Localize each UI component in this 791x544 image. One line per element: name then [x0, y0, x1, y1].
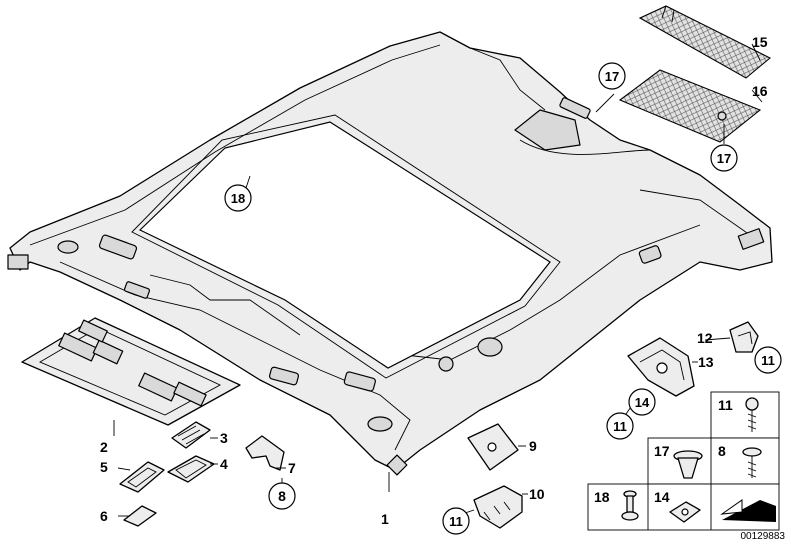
cover-cap-part-6 — [123, 505, 157, 527]
svg-text:1: 1 — [381, 511, 389, 527]
lamp-cover-part-5 — [119, 461, 165, 493]
sunroof-opening — [131, 114, 561, 379]
callout-4: 4 — [220, 456, 228, 472]
callout-1: 1 — [381, 511, 389, 527]
svg-text:12: 12 — [697, 330, 713, 346]
svg-text:3: 3 — [220, 430, 228, 446]
svg-text:2: 2 — [100, 439, 108, 455]
table-label-17: 17 — [654, 443, 670, 459]
trim-cover-part-15 — [638, 5, 771, 79]
svg-text:11: 11 — [718, 397, 733, 413]
lamp-lens-part-4 — [167, 455, 215, 483]
svg-text:13: 13 — [698, 354, 714, 370]
table-label-11: 11 — [718, 397, 733, 413]
fastener-table — [587, 391, 780, 531]
svg-text:14: 14 — [654, 489, 670, 505]
svg-text:18: 18 — [231, 191, 245, 206]
screw-icon — [745, 397, 759, 432]
svg-text:4: 4 — [220, 456, 228, 472]
clip-part-12 — [729, 321, 759, 353]
speed-nut-icon — [669, 501, 701, 523]
callout-9: 9 — [529, 438, 537, 454]
callout-17-top: 17 — [598, 62, 626, 90]
callout-5: 5 — [100, 459, 108, 475]
svg-text:14: 14 — [635, 395, 650, 410]
washer-screw-icon — [742, 447, 762, 478]
svg-text:18: 18 — [594, 489, 610, 505]
callout-16: 16 — [752, 83, 768, 99]
callout-12: 12 — [697, 330, 713, 346]
callout-13: 13 — [698, 354, 714, 370]
callout-17-right: 17 — [710, 144, 738, 172]
table-label-18: 18 — [594, 489, 610, 505]
callout-11-right: 11 — [754, 346, 782, 374]
svg-text:8: 8 — [278, 488, 286, 504]
callout-11-middle: 11 — [606, 412, 634, 440]
svg-text:8: 8 — [718, 443, 726, 459]
overhead-console — [21, 317, 241, 426]
svg-text:9: 9 — [529, 438, 537, 454]
svg-text:6: 6 — [100, 508, 108, 524]
svg-text:11: 11 — [761, 353, 775, 368]
callout-14: 14 — [628, 388, 656, 416]
table-label-14: 14 — [654, 489, 670, 505]
arrow-symbol-icon — [715, 488, 776, 526]
expanding-clip-icon — [673, 450, 703, 479]
svg-text:17: 17 — [717, 151, 731, 166]
callout-7: 7 — [288, 460, 296, 476]
reading-lamp-part-3 — [171, 421, 211, 449]
callout-10: 10 — [529, 486, 545, 502]
callout-18: 18 — [224, 184, 252, 212]
svg-text:11: 11 — [613, 419, 627, 434]
holder-part-13 — [627, 337, 695, 397]
svg-text:17: 17 — [605, 69, 619, 84]
rivet-icon — [621, 490, 639, 521]
svg-text:10: 10 — [529, 486, 545, 502]
callout-15: 15 — [752, 34, 768, 50]
callout-2: 2 — [100, 439, 108, 455]
svg-text:7: 7 — [288, 460, 296, 476]
svg-text:16: 16 — [752, 83, 768, 99]
svg-text:17: 17 — [654, 443, 670, 459]
headliner-details — [7, 97, 765, 476]
svg-text:15: 15 — [752, 34, 768, 50]
trim-cover-part-16 — [618, 69, 762, 143]
callout-8: 8 — [268, 482, 296, 510]
bracket-part-7 — [245, 435, 285, 471]
callout-6: 6 — [100, 508, 108, 524]
svg-text:11: 11 — [449, 514, 463, 529]
table-label-8: 8 — [718, 443, 726, 459]
clip-part-10 — [473, 485, 523, 529]
diagram-id-label: 00129883 — [740, 531, 786, 542]
callout-11-bottom: 11 — [442, 507, 470, 535]
callout-3: 3 — [220, 430, 228, 446]
svg-text:5: 5 — [100, 459, 108, 475]
plate-part-9 — [467, 423, 519, 471]
